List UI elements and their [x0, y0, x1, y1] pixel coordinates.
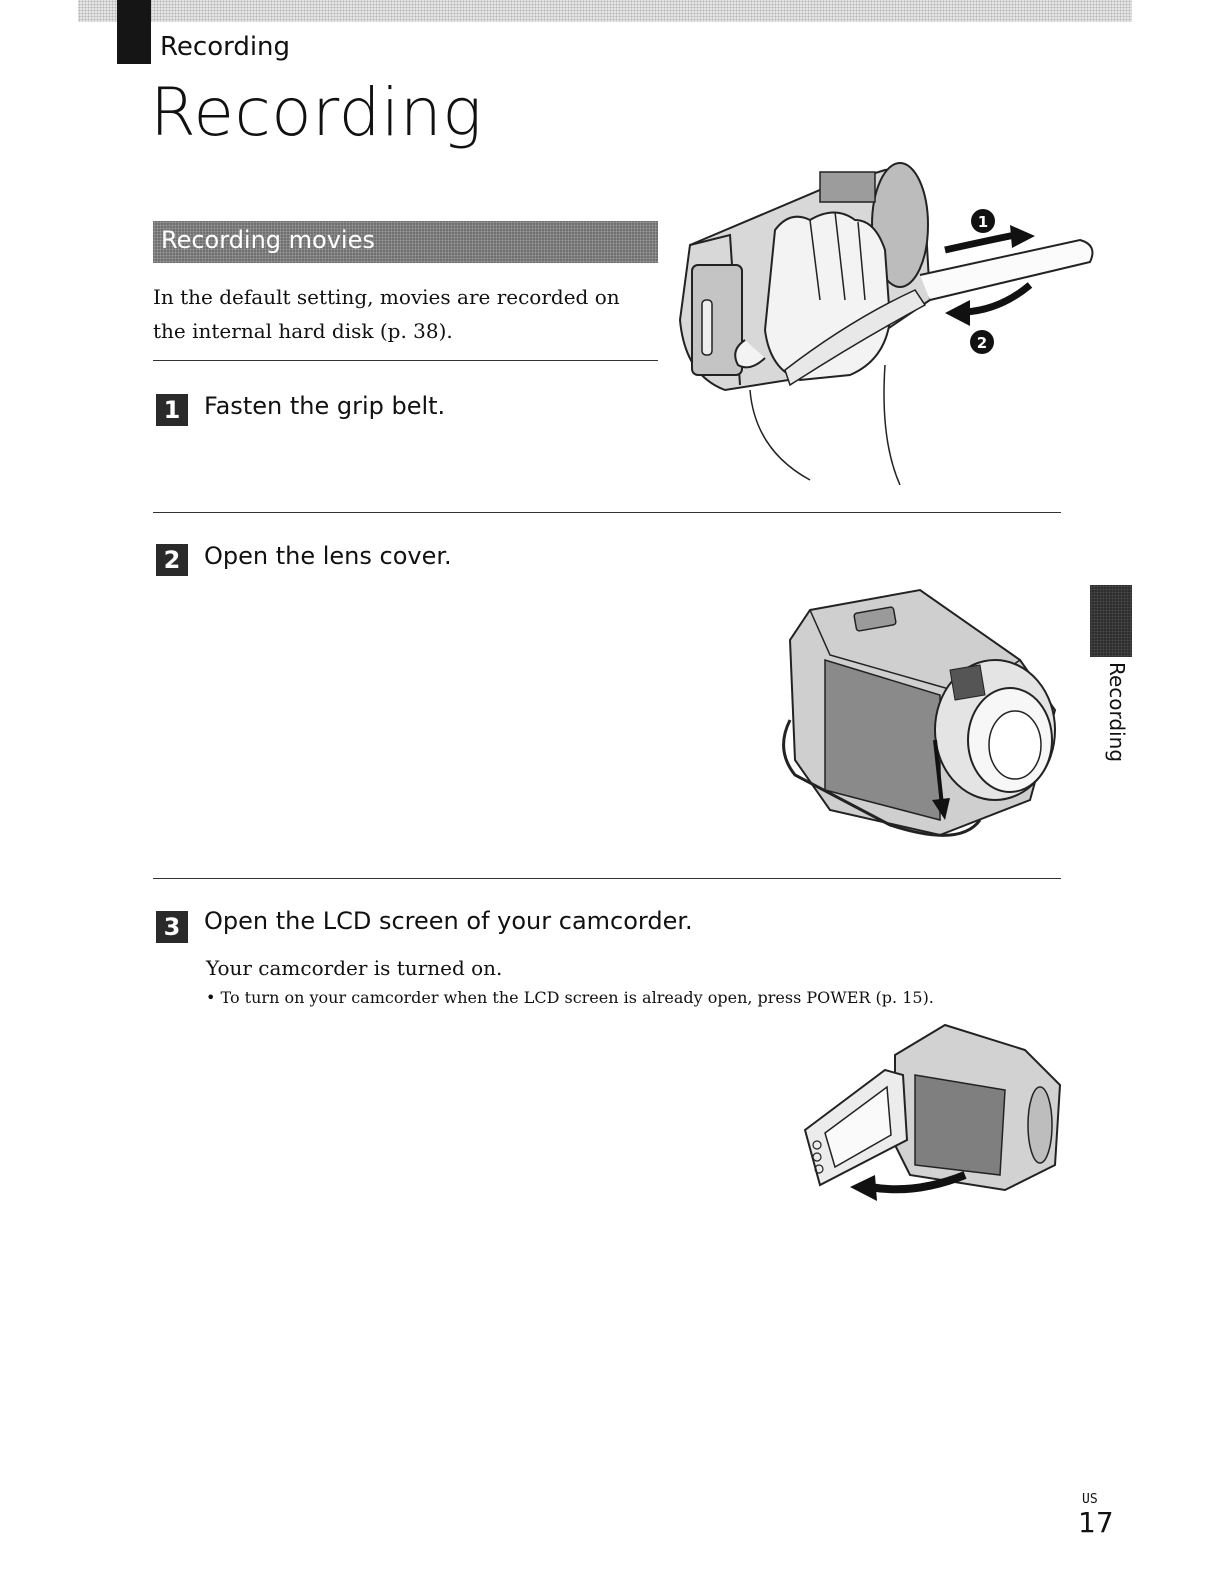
intro-paragraph: In the default setting, movies are recor…: [153, 285, 620, 343]
step-number-3: 3: [156, 911, 188, 943]
section-heading: Recording movies: [161, 226, 375, 254]
divider: [153, 512, 1061, 513]
lcd-open-illustration: [803, 1023, 1062, 1201]
step-3-detail: Your camcorder is turned on.: [206, 956, 503, 980]
section-marker: [117, 0, 151, 64]
callout-1-label: 1: [978, 213, 988, 231]
page-title: Recording: [150, 74, 483, 151]
page-region-code: US: [1082, 1492, 1098, 1507]
callout-1: [971, 209, 995, 233]
section-heading-bar: Recording movies: [153, 221, 658, 263]
step-3-text: Open the LCD screen of your camcorder.: [204, 907, 693, 935]
callout-2: [970, 330, 994, 354]
step-3-bullet-text: To turn on your camcorder when the LCD s…: [220, 988, 934, 1007]
lens-cover-illustration: [782, 588, 1057, 837]
side-section-tab: [1090, 585, 1132, 657]
step-3-bullet: • To turn on your camcorder when the LCD…: [206, 988, 1006, 1007]
header-strip: [78, 0, 1132, 22]
callout-2-label: 2: [977, 334, 987, 352]
step-number-2: 2: [156, 544, 188, 576]
bullet-dot-icon: •: [206, 988, 221, 1007]
step-2-text: Open the lens cover.: [204, 542, 452, 570]
grip-belt-illustration: 1 2: [678, 162, 1094, 486]
divider: [153, 878, 1061, 879]
step-1-text: Fasten the grip belt.: [204, 392, 446, 420]
side-tab-label: Recording: [1105, 662, 1129, 763]
divider: [153, 360, 658, 361]
page-number: 17: [1078, 1506, 1114, 1539]
step-number-1: 1: [156, 394, 188, 426]
breadcrumb: Recording: [160, 32, 291, 62]
